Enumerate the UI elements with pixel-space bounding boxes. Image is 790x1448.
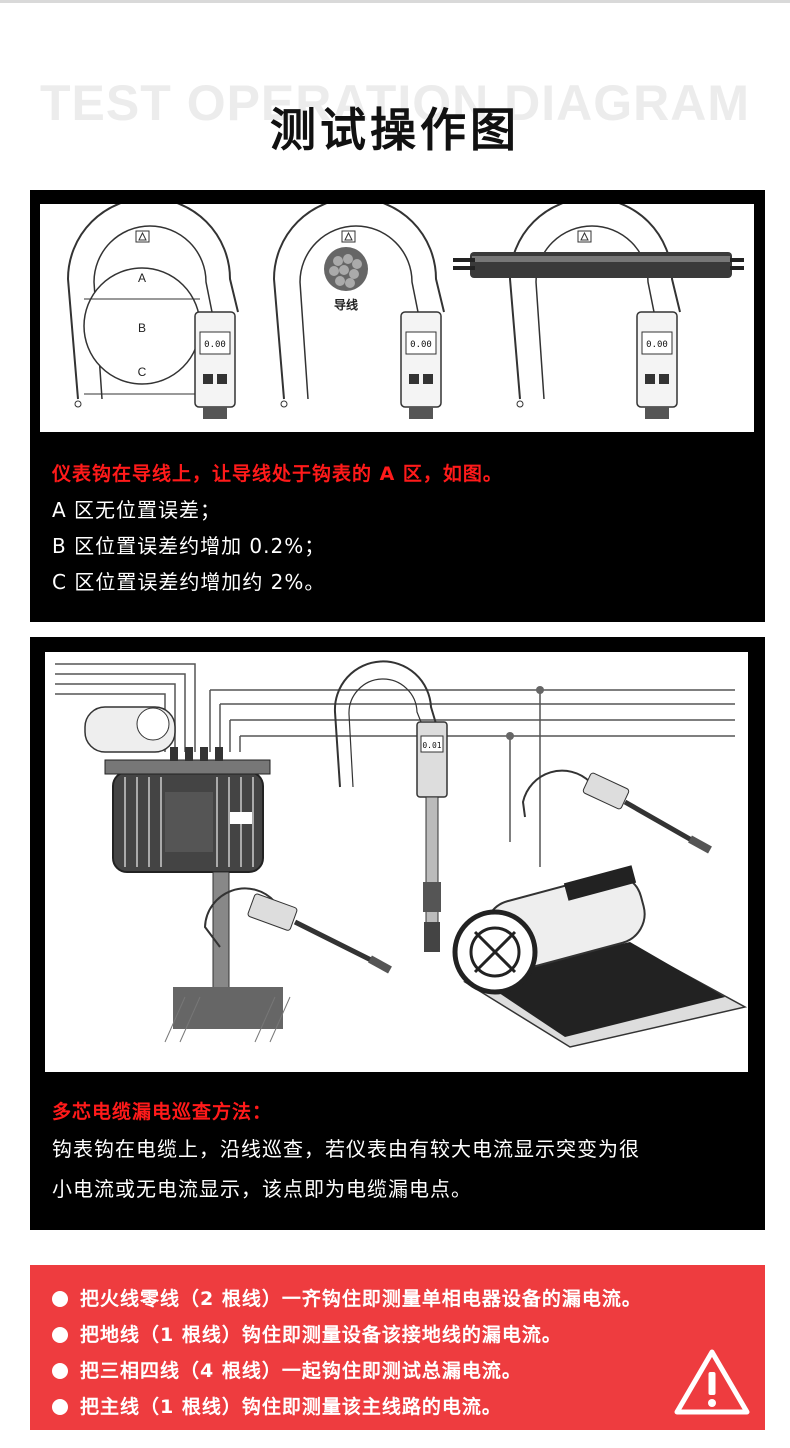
meter-display-reading: 0.01 (422, 741, 441, 750)
hook-zone-panel: A B C 0.00 (30, 190, 765, 622)
zone-c-label: C (138, 365, 147, 379)
cable-inspection-diagram: 0.01 (55, 660, 748, 1048)
note-text: 把地线（1 根线）钩住即测量设备该接地线的漏电流。 (80, 1324, 562, 1346)
wire-label: 导线 (334, 297, 358, 312)
meter-display-reading: 0.00 (410, 340, 432, 350)
bullet-dot-icon (52, 1363, 68, 1379)
ground-pole (164, 871, 291, 1043)
bullet-dot-icon (52, 1327, 68, 1343)
meter-display-reading: 0.00 (204, 340, 226, 350)
warning-triangle-icon (674, 1349, 750, 1415)
notes-list: 把火线零线（2 根线）一齐钩住即测量单相电器设备的漏电流。 把地线（1 根线）钩… (52, 1281, 642, 1425)
zone-a-label: A (138, 271, 146, 285)
clamp-meter-on-line: 0.01 (333, 660, 448, 952)
page-header: TEST OPERATION DIAGRAM 测试操作图 (0, 60, 790, 170)
zone-heading: 仪表钩在导线上，让导线处于钩表的 A 区，如图。 (52, 463, 503, 485)
note-text: 把主线（1 根线）钩住即测量该主线路的电流。 (80, 1396, 502, 1418)
clamp-meter-zones: A B C 0.00 (66, 204, 239, 419)
leakage-inspection-illustration: 0.01 (45, 652, 748, 1072)
cable-tube (453, 252, 744, 278)
page-title: 测试操作图 (270, 103, 520, 157)
clamp-meter-right (521, 769, 712, 854)
clamp-meter-wire: 导线 0.00 (272, 204, 445, 419)
power-lines (55, 663, 735, 867)
transformer (104, 747, 271, 873)
meter-display-reading: 0.00 (646, 340, 668, 350)
inspection-description: 多芯电缆漏电巡查方法： 钩表钩在电缆上，沿线巡查，若仪表由有较大电流显示突变为很… (52, 1095, 755, 1209)
bullet-dot-icon (52, 1399, 68, 1415)
top-divider (0, 0, 790, 3)
bullet-dot-icon (52, 1291, 68, 1307)
wire-bundle (324, 247, 368, 291)
background-title: TEST OPERATION DIAGRAM (40, 75, 750, 131)
note-item: 把三相四线（4 根线）一起钩住即测试总漏电流。 (52, 1353, 642, 1389)
clamp-meters-diagram: A B C 0.00 (66, 204, 744, 419)
transformer-tank (84, 706, 176, 753)
zone-line-a: A 区无位置误差； (52, 498, 222, 522)
hook-zone-illustration: A B C 0.00 (40, 204, 754, 432)
measurement-notes: 把火线零线（2 根线）一齐钩住即测量单相电器设备的漏电流。 把地线（1 根线）钩… (30, 1265, 765, 1430)
note-text: 把三相四线（4 根线）一起钩住即测试总漏电流。 (80, 1360, 522, 1382)
clamp-meter-cable: 0.00 (453, 204, 744, 419)
note-text: 把火线零线（2 根线）一齐钩住即测量单相电器设备的漏电流。 (80, 1288, 642, 1310)
note-item: 把火线零线（2 根线）一齐钩住即测量单相电器设备的漏电流。 (52, 1281, 642, 1317)
note-item: 把地线（1 根线）钩住即测量设备该接地线的漏电流。 (52, 1317, 642, 1353)
zone-description: 仪表钩在导线上，让导线处于钩表的 A 区，如图。 A 区无位置误差； B 区位置… (52, 456, 755, 600)
electric-motor (452, 865, 748, 1048)
note-item: 把主线（1 根线）钩住即测量该主线路的电流。 (52, 1389, 642, 1425)
inspection-line-2: 小电流或无电流显示，该点即为电缆漏电点。 (52, 1177, 472, 1201)
inspection-heading: 多芯电缆漏电巡查方法： (52, 1101, 273, 1123)
zone-line-b: B 区位置误差约增加 0.2%； (52, 534, 326, 558)
leakage-inspection-panel: 0.01 (30, 637, 765, 1230)
clamp-meter-ground (203, 887, 392, 974)
zone-b-label: B (138, 321, 146, 335)
zone-line-c: C 区位置误差约增加约 2%。 (52, 570, 326, 594)
inspection-line-1: 钩表钩在电缆上，沿线巡查，若仪表由有较大电流显示突变为很 (52, 1137, 640, 1161)
